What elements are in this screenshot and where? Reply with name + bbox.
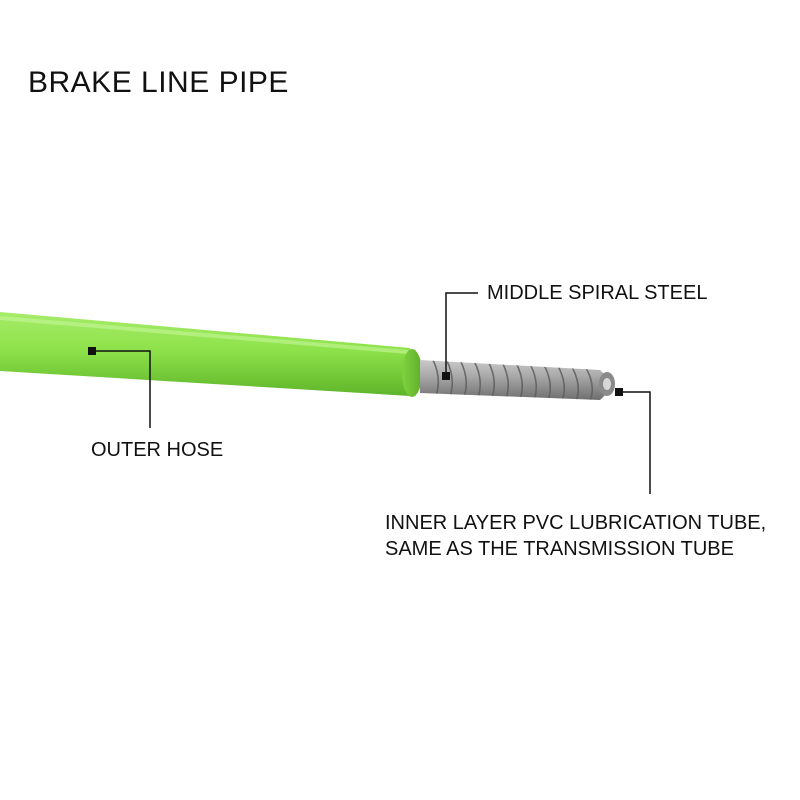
label-inner-tube-line-1: INNER LAYER PVC LUBRICATION TUBE, [385,512,767,534]
label-inner-tube: INNER LAYER PVC LUBRICATION TUBE, SAME A… [385,510,766,562]
label-middle-spiral-steel: MIDDLE SPIRAL STEEL [487,282,708,304]
label-inner-tube-line-2: SAME AS THE TRANSMISSION TUBE [385,538,734,560]
spiral-steel [420,360,615,400]
callout-marker-middle-spiral-steel [442,372,450,380]
outer-hose [0,312,422,397]
callout-marker-inner-tube [615,388,623,396]
label-outer-hose: OUTER HOSE [91,439,224,461]
diagram-title: BRAKE LINE PIPE [28,66,289,99]
callout-middle-spiral-steel [445,292,478,376]
callout-marker-outer-hose [88,347,96,355]
callout-outer-hose [92,350,151,428]
callout-inner-tube [619,391,651,494]
